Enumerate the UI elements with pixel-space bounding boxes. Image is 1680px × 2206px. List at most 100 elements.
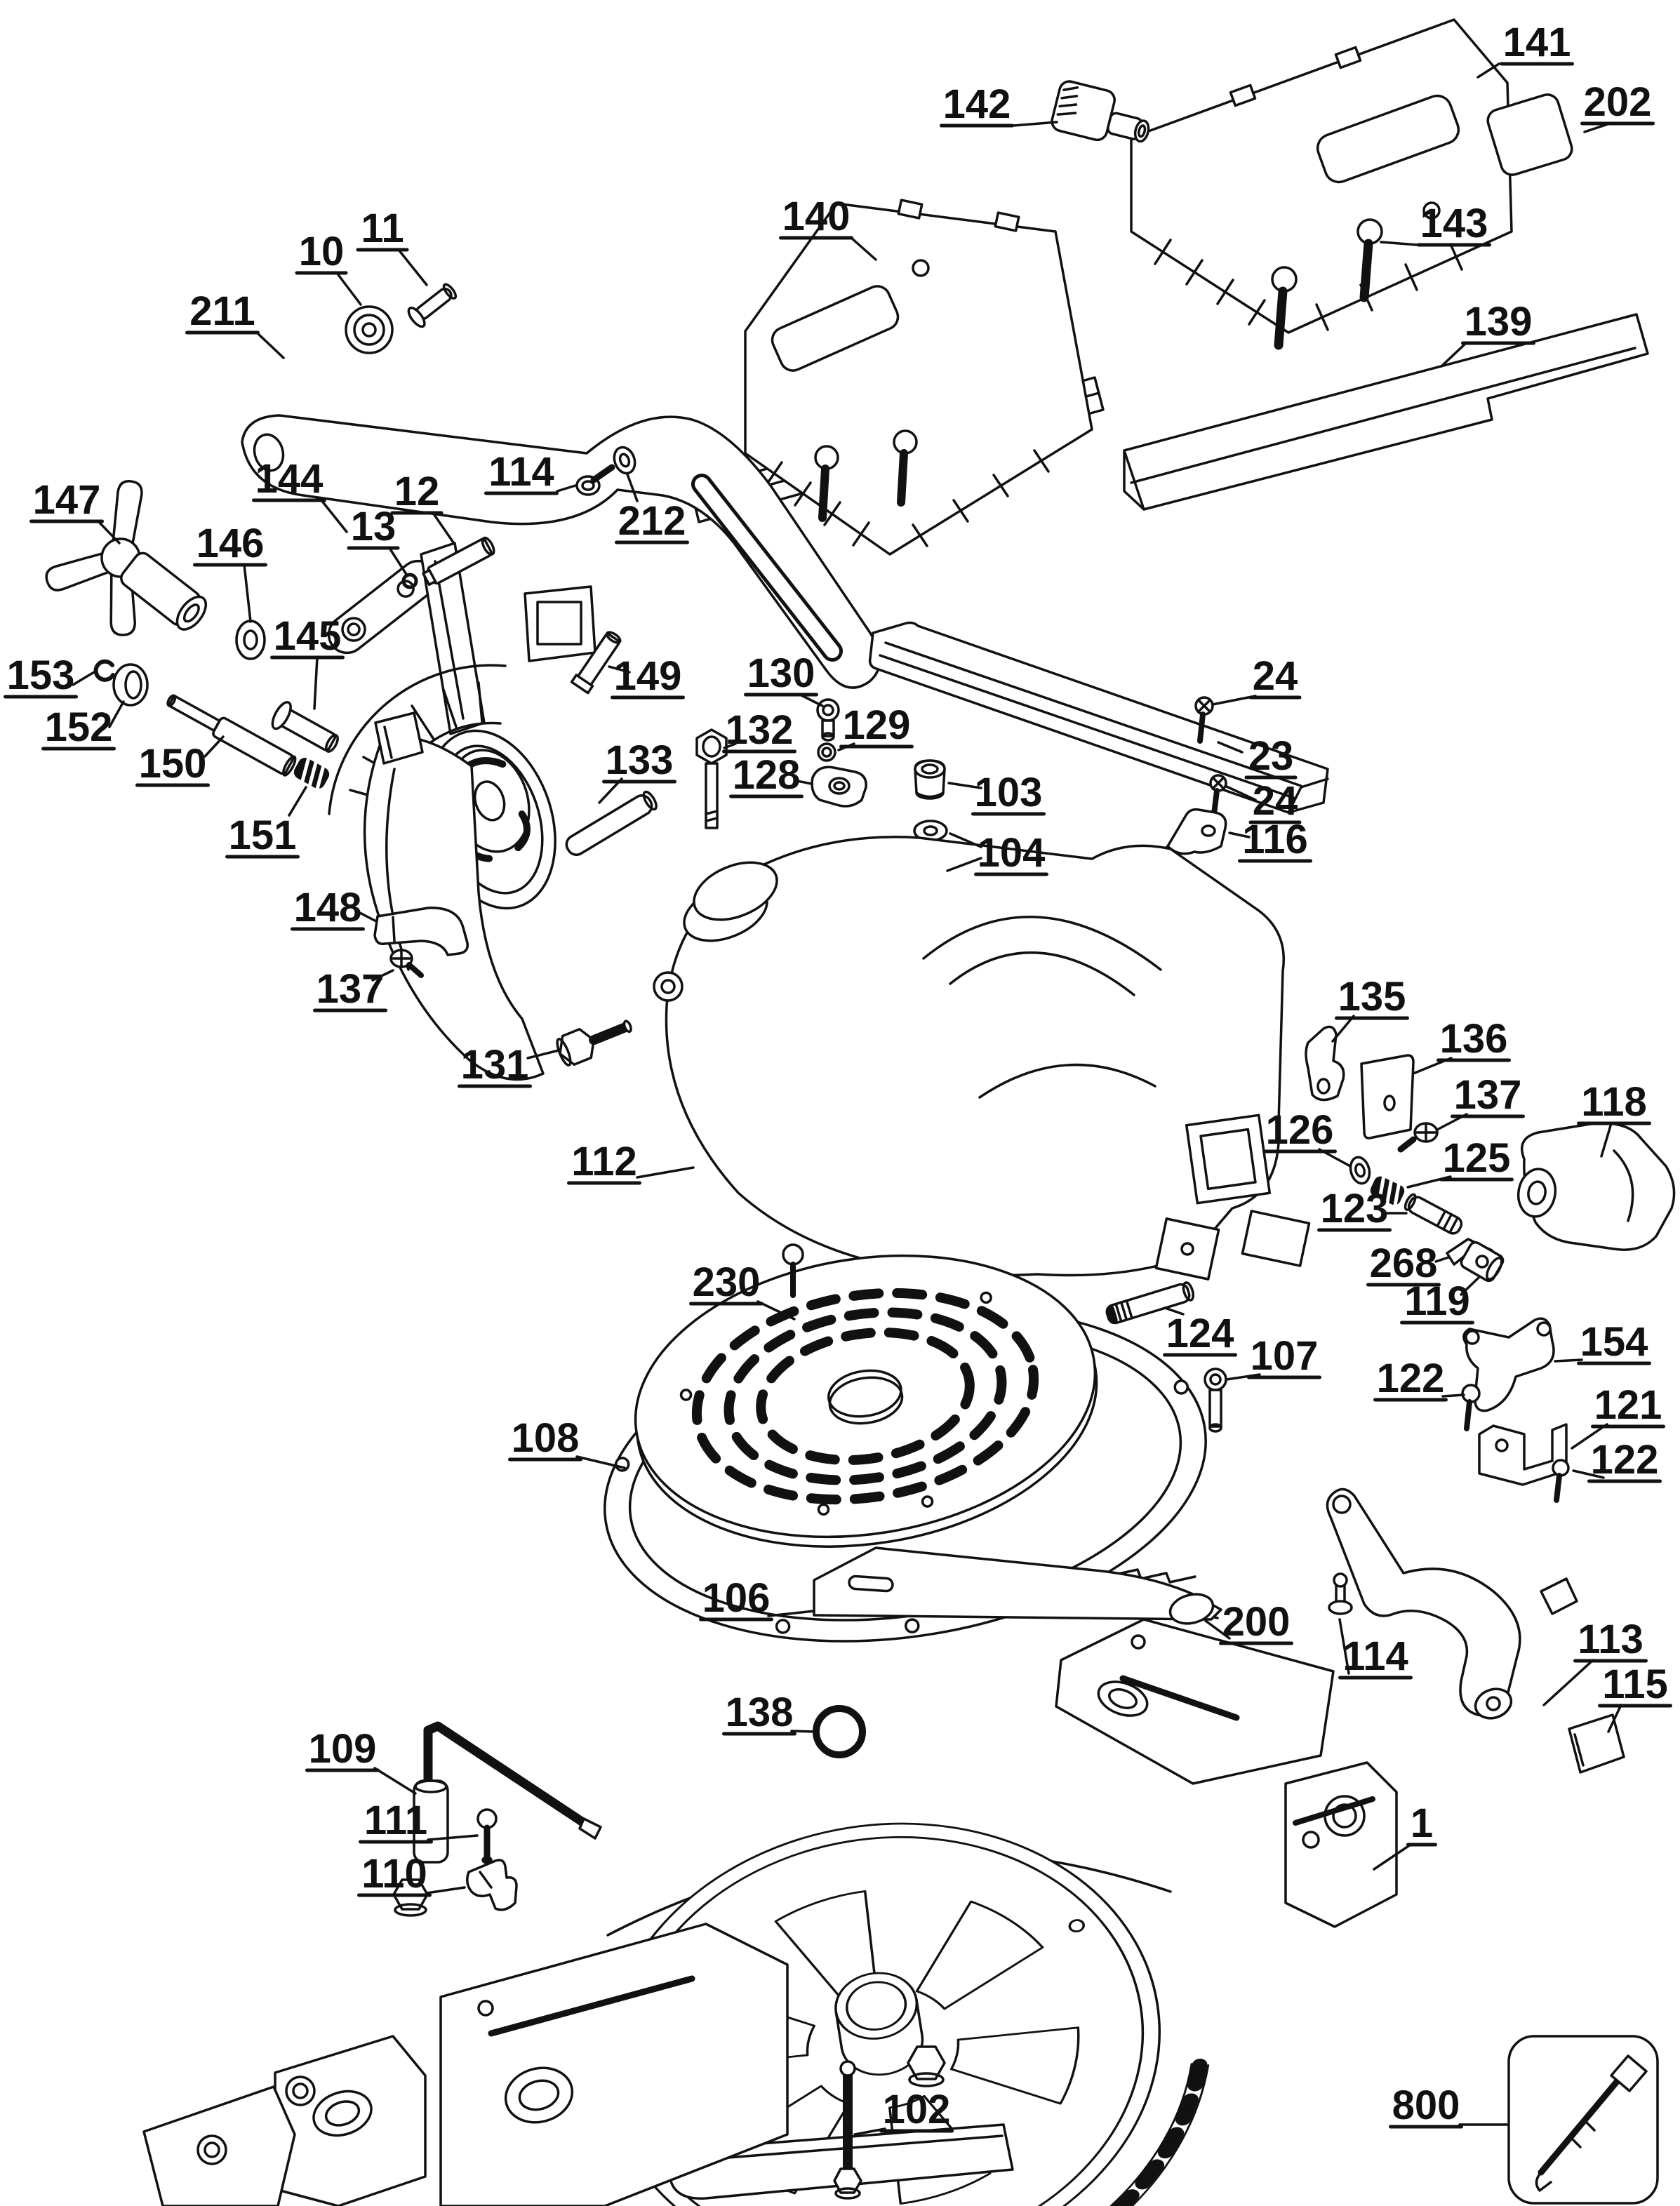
leader-line-1 bbox=[1373, 1843, 1412, 1871]
vented-cover-plate-230 bbox=[634, 1254, 1098, 1548]
part-label-148: 148 bbox=[294, 885, 362, 930]
lock-nut-103 bbox=[914, 759, 946, 800]
leader-line-113 bbox=[1542, 1659, 1594, 1706]
screw-114-lower bbox=[1328, 1572, 1353, 1615]
part-label-140: 140 bbox=[782, 194, 851, 239]
part-label-114: 114 bbox=[1342, 1633, 1408, 1679]
leader-line-118 bbox=[1600, 1122, 1613, 1158]
part-label-149: 149 bbox=[614, 653, 682, 699]
leader-line-128 bbox=[796, 780, 813, 785]
leader-line-11 bbox=[397, 248, 428, 286]
part-label-104: 104 bbox=[978, 830, 1046, 876]
part-label-116: 116 bbox=[1242, 817, 1308, 862]
guard-support-arm-211 bbox=[241, 414, 881, 689]
part-label-139: 139 bbox=[1465, 299, 1533, 345]
leader-line-111 bbox=[427, 1834, 479, 1841]
leader-line-148 bbox=[359, 911, 378, 923]
pin-133 bbox=[565, 790, 658, 856]
fence-base-rail-right-139 bbox=[1123, 313, 1649, 511]
leader-line-147 bbox=[97, 520, 121, 544]
part-label-144: 144 bbox=[255, 456, 324, 502]
part-label-122: 122 bbox=[1591, 1437, 1659, 1483]
leader-line-23 bbox=[1217, 741, 1244, 754]
turntable-spoke-cutout bbox=[915, 1900, 1044, 2010]
leader-line-151 bbox=[288, 786, 307, 817]
part-label-800: 800 bbox=[1392, 2083, 1460, 2128]
part-label-145: 145 bbox=[274, 613, 342, 659]
part-label-150: 150 bbox=[139, 741, 207, 787]
part-label-125: 125 bbox=[1443, 1135, 1511, 1181]
leader-line-132 bbox=[723, 742, 737, 749]
fence-knob-142 bbox=[1051, 80, 1150, 143]
leader-line-12 bbox=[432, 512, 456, 546]
bolt-131 bbox=[556, 1020, 632, 1067]
leader-line-137 bbox=[371, 969, 394, 982]
pivot-pin-12 bbox=[422, 536, 495, 587]
part-label-114: 114 bbox=[488, 449, 554, 495]
part-label-146: 146 bbox=[196, 521, 265, 566]
leader-line-144 bbox=[320, 499, 348, 533]
spring-125 bbox=[1370, 1175, 1405, 1208]
leader-line-104 bbox=[946, 857, 982, 872]
spring-151 bbox=[293, 756, 330, 791]
part-label-138: 138 bbox=[726, 1690, 794, 1735]
part-label-103: 103 bbox=[975, 770, 1043, 815]
part-label-24: 24 bbox=[1253, 653, 1298, 699]
leader-line-268 bbox=[1434, 1256, 1450, 1263]
part-label-129: 129 bbox=[843, 702, 911, 748]
leader-line-139 bbox=[1440, 342, 1467, 368]
wire-clip-148 bbox=[373, 907, 469, 956]
leader-line-135 bbox=[1331, 1015, 1355, 1043]
leader-line-124 bbox=[1164, 1306, 1185, 1316]
part-label-154: 154 bbox=[1580, 1319, 1648, 1365]
leader-line-13 bbox=[388, 547, 408, 577]
part-label-132: 132 bbox=[726, 707, 794, 753]
leader-line-107 bbox=[1225, 1373, 1261, 1381]
leader-line-140 bbox=[850, 236, 877, 261]
part-label-142: 142 bbox=[943, 81, 1011, 127]
warning-label-plate-202 bbox=[1486, 93, 1573, 176]
leader-line-10 bbox=[335, 272, 362, 306]
leader-line-130 bbox=[799, 693, 824, 707]
part-label-24: 24 bbox=[1253, 778, 1298, 824]
part-label-268: 268 bbox=[1370, 1241, 1438, 1286]
part-label-102: 102 bbox=[883, 2087, 951, 2132]
part-label-135: 135 bbox=[1338, 974, 1406, 1020]
leader-line-110 bbox=[425, 1886, 466, 1894]
leader-line-116 bbox=[1228, 831, 1251, 838]
part-label-11: 11 bbox=[361, 206, 404, 251]
part-label-211: 211 bbox=[189, 288, 255, 334]
leader-line-145 bbox=[313, 656, 319, 710]
leader-line-115 bbox=[1607, 1704, 1622, 1733]
leader-line-24 bbox=[1211, 695, 1257, 706]
part-label-230: 230 bbox=[693, 1259, 761, 1305]
part-label-111: 111 bbox=[364, 1798, 427, 1843]
rubber-foot-115 bbox=[1568, 1713, 1625, 1774]
shaft-150 bbox=[166, 694, 297, 777]
part-label-152: 152 bbox=[45, 704, 113, 750]
retaining-ring-153 bbox=[93, 659, 115, 682]
screws-122 bbox=[1461, 1384, 1570, 1503]
pivot-arm-144 bbox=[327, 542, 596, 1081]
sliding-fence-140 bbox=[744, 199, 1093, 556]
part-label-113: 113 bbox=[1578, 1617, 1644, 1662]
part-label-109: 109 bbox=[309, 1726, 377, 1772]
spring-clip-110 bbox=[466, 1859, 518, 1911]
part-label-143: 143 bbox=[1420, 201, 1488, 246]
part-label-115: 115 bbox=[1602, 1662, 1668, 1707]
screw-137-left bbox=[389, 949, 424, 978]
pin-145 bbox=[271, 701, 339, 753]
part-label-112: 112 bbox=[571, 1139, 637, 1184]
leader-line-230 bbox=[756, 1300, 796, 1321]
bolt-102 bbox=[833, 2060, 862, 2200]
cam-lever-128 bbox=[811, 766, 867, 808]
part-label-137: 137 bbox=[1454, 1072, 1522, 1118]
leader-line-119 bbox=[1460, 1276, 1481, 1296]
part-label-13: 13 bbox=[351, 504, 396, 549]
o-ring-138 bbox=[813, 1705, 866, 1758]
leader-line-121 bbox=[1571, 1423, 1608, 1450]
clamp-handle-109 bbox=[413, 1721, 602, 1864]
leader-line-112 bbox=[636, 1166, 695, 1179]
base-1 bbox=[142, 1618, 1398, 2206]
